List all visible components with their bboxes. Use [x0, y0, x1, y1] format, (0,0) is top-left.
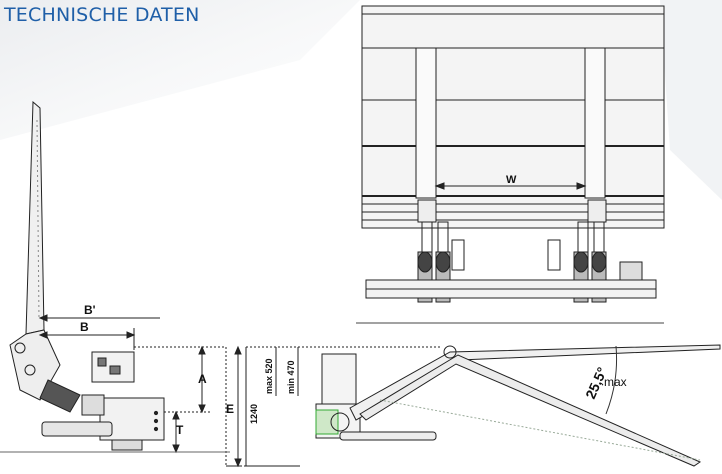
label-max-520: max 520 — [264, 358, 274, 394]
label-e: E — [226, 402, 234, 416]
label-1240: 1240 — [249, 404, 259, 424]
label-b: B — [80, 320, 89, 334]
label-min-470: min 470 — [286, 360, 296, 394]
page-title: TECHNISCHE DATEN — [4, 4, 200, 26]
label-b-prime: B' — [84, 303, 96, 317]
label-w: W — [506, 174, 517, 186]
label-angle-max: max — [604, 375, 627, 389]
label-t: T — [176, 423, 184, 437]
label-a: A — [198, 372, 207, 386]
